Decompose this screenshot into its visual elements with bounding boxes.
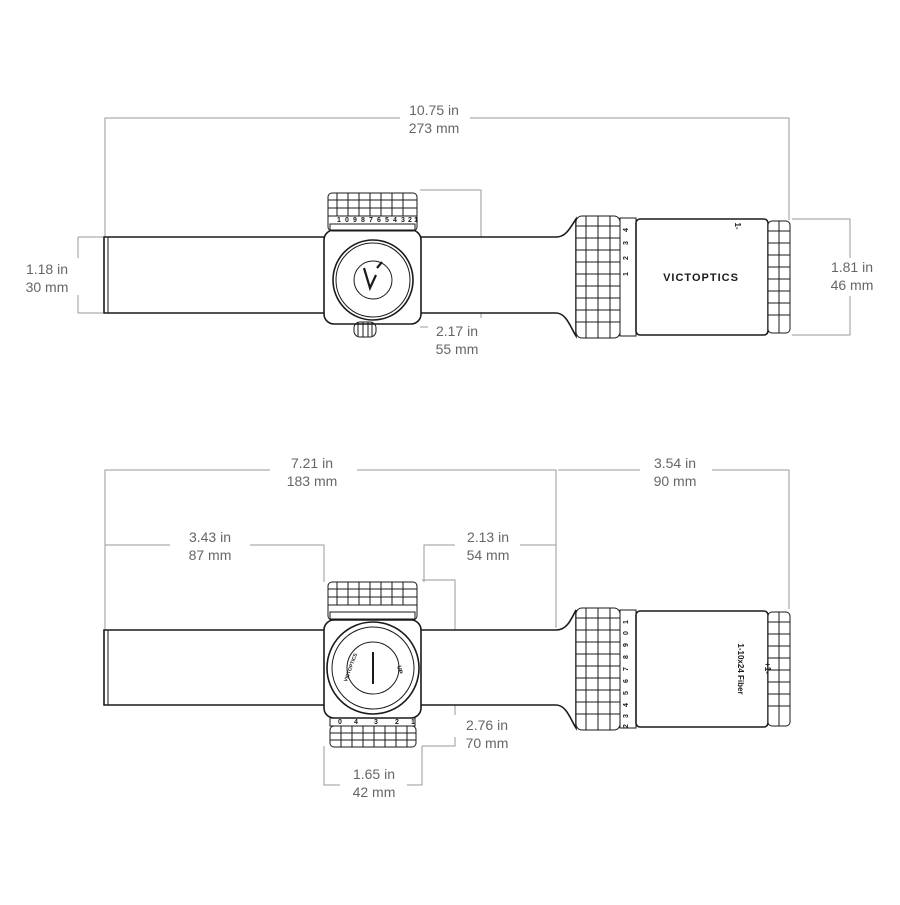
- objective-diameter-mm: 46 mm: [831, 277, 874, 293]
- side-scope-body: [103, 581, 791, 748]
- top-elev-tick: 1: [337, 217, 341, 224]
- side-power-tick: 0: [623, 631, 630, 635]
- top-dimension-lines: [77, 117, 851, 336]
- top-turret-height-in: 2.17 in: [436, 323, 478, 339]
- top-elev-tick: 9: [353, 217, 357, 224]
- bottom-turret-tick: 1: [411, 719, 415, 726]
- overall-length-mm: 273 mm: [409, 120, 460, 136]
- top-power-tick: 2: [623, 256, 630, 260]
- model-label: 1-10x24 Fiber: [736, 643, 745, 694]
- bottom-turret-knurl: [330, 726, 416, 747]
- side-power-tick: 9: [623, 643, 630, 647]
- turret-width-in: 1.65 in: [353, 766, 395, 782]
- top-scope-body: [103, 192, 791, 339]
- top-elev-tick: 1: [414, 217, 418, 224]
- cap-up-label: UP: [395, 665, 402, 674]
- side-power-tick: 3: [623, 714, 630, 718]
- top-elev-tick: 2: [408, 217, 412, 224]
- front-section-mm: 183 mm: [287, 473, 338, 489]
- turret-to-ring-mm: 54 mm: [467, 547, 510, 563]
- front-section-in: 7.21 in: [291, 455, 333, 471]
- top-elev-tick: 0: [345, 217, 349, 224]
- bottom-turret-tick: 2: [395, 719, 399, 726]
- top-turret-height-mm: 55 mm: [436, 341, 479, 357]
- tube-diameter-mm: 30 mm: [26, 279, 69, 295]
- top-elev-tick: 6: [377, 217, 381, 224]
- side-power-ring-knurl: [576, 608, 620, 730]
- brand-label: VICTOPTICS: [663, 272, 739, 284]
- rear-section-in: 3.54 in: [654, 455, 696, 471]
- side-turret-height-mm: 70 mm: [466, 735, 509, 751]
- side-eyepiece-knurl: [768, 612, 790, 726]
- top-view: 1 0 9 8 7 6 5 4 3 2 1 1 2 3 4 VICTOPTICS…: [26, 102, 874, 357]
- side-power-tick: 6: [623, 679, 630, 683]
- top-eyepiece-knurl: [768, 221, 790, 333]
- side-power-tick: 1: [623, 620, 630, 624]
- bottom-turret-tick: 0: [338, 719, 342, 726]
- top-elev-tick: 3: [401, 217, 405, 224]
- top-power-ring-knurl: [576, 216, 620, 338]
- front-to-turret-mm: 87 mm: [189, 547, 232, 563]
- top-elev-tick: 7: [369, 217, 373, 224]
- top-elev-tick: 4: [393, 217, 397, 224]
- rear-section-mm: 90 mm: [654, 473, 697, 489]
- side-turret-height-in: 2.76 in: [466, 717, 508, 733]
- front-to-turret-in: 3.43 in: [189, 529, 231, 545]
- objective-diameter-in: 1.81 in: [831, 259, 873, 275]
- side-turret-knurl: [328, 582, 417, 606]
- turret-to-ring-in: 2.13 in: [467, 529, 509, 545]
- top-side-mark: 1-: [733, 222, 742, 229]
- overall-length-in: 10.75 in: [409, 102, 459, 118]
- logo-emblem-icon: [362, 261, 383, 292]
- side-side-mark: +1-: [763, 662, 772, 674]
- top-elev-tick: 8: [361, 217, 365, 224]
- top-power-tick: 3: [623, 241, 630, 245]
- side-view: 1 0 9 8 7 6 5 4 3 2 0 4 3 2 1 1-10x24 Fi…: [103, 455, 791, 800]
- top-elev-tick: 5: [385, 217, 389, 224]
- top-power-tick: 1: [623, 272, 630, 276]
- top-turret-knurl: [328, 193, 417, 217]
- side-power-tick: 8: [623, 655, 630, 659]
- side-power-tick: 4: [623, 703, 630, 707]
- bottom-turret-tick: 3: [374, 719, 378, 726]
- side-power-tick: 7: [623, 667, 630, 671]
- turret-width-mm: 42 mm: [353, 784, 396, 800]
- bottom-turret-tick: 4: [354, 719, 358, 726]
- tube-diameter-in: 1.18 in: [26, 261, 68, 277]
- side-power-tick: 5: [623, 691, 630, 695]
- side-power-tick: 2: [623, 724, 630, 728]
- top-power-tick: 4: [623, 228, 630, 232]
